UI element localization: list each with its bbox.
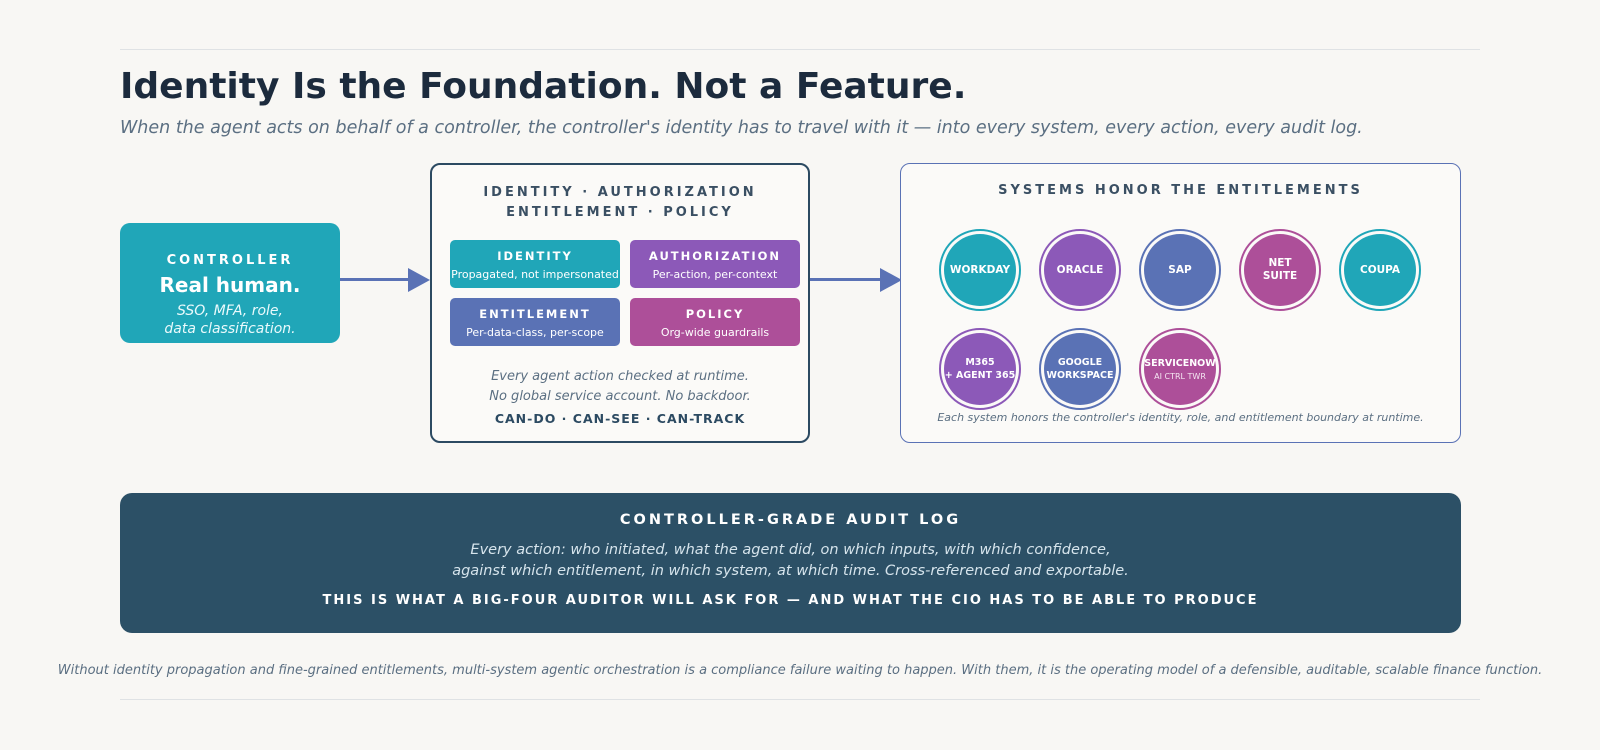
- policy-tagline: CAN-DO · CAN-SEE · CAN-TRACK: [494, 411, 746, 426]
- top-divider: [120, 49, 1480, 50]
- policy-note-line2: No global service account. No backdoor.: [489, 389, 751, 404]
- controller-headline: Real human.: [159, 273, 301, 297]
- policy-panel-heading-line2: ENTITLEMENT · POLICY: [506, 205, 734, 220]
- bottom-divider: [120, 699, 1480, 700]
- tile-policy: POLICY Org-wide guardrails: [630, 298, 800, 346]
- policy-panel-heading-line1: IDENTITY · AUTHORIZATION: [483, 185, 757, 200]
- audit-body-line1: Every action: who initiated, what the ag…: [470, 542, 1111, 558]
- controller-description: SSO, MFA, role, data classification.: [120, 302, 340, 338]
- system-label: WORKDAY: [949, 263, 1011, 276]
- tile-sub: Per-data-class, per-scope: [466, 326, 604, 339]
- system-label: M365: [965, 357, 995, 368]
- tile-label: AUTHORIZATION: [648, 249, 782, 263]
- identity-policy-panel: IDENTITY · AUTHORIZATION ENTITLEMENT · P…: [430, 163, 810, 443]
- system-servicenow-icon: SERVICENOW AI CTRL TWR: [1139, 328, 1221, 410]
- audit-body: Every action: who initiated, what the ag…: [120, 540, 1461, 582]
- audit-footer: THIS IS WHAT A BIG-FOUR AUDITOR WILL ASK…: [322, 593, 1259, 608]
- system-google-workspace-icon: GOOGLE WORKSPACE: [1039, 328, 1121, 410]
- tile-authorization: AUTHORIZATION Per-action, per-context: [630, 240, 800, 288]
- system-workday-icon: WORKDAY: [939, 229, 1021, 311]
- tile-sub: Propagated, not impersonated: [451, 268, 619, 281]
- systems-footer: Each system honors the controller's iden…: [937, 411, 1424, 424]
- system-sublabel: AI CTRL TWR: [1154, 372, 1206, 381]
- policy-note-line1: Every agent action checked at runtime.: [491, 369, 749, 384]
- page-title: Identity Is the Foundation. Not a Featur…: [120, 66, 967, 107]
- audit-body-line2: against which entitlement, in which syst…: [452, 563, 1129, 579]
- audit-heading: CONTROLLER-GRADE AUDIT LOG: [619, 512, 962, 528]
- system-label: GOOGLE: [1057, 357, 1103, 368]
- tile-sub: Org-wide guardrails: [660, 326, 770, 339]
- footnote: Without identity propagation and fine-gr…: [57, 663, 1543, 678]
- system-coupa-icon: COUPA: [1339, 229, 1421, 311]
- controller-kicker: CONTROLLER: [166, 253, 294, 268]
- tile-label: IDENTITY: [497, 249, 573, 263]
- system-sap-icon: SAP: [1139, 229, 1221, 311]
- system-label: COUPA: [1359, 263, 1401, 276]
- page-subtitle: When the agent acts on behalf of a contr…: [120, 118, 1363, 138]
- tile-label: POLICY: [685, 307, 745, 321]
- systems-heading: SYSTEMS HONOR THE ENTITLEMENTS: [998, 183, 1363, 198]
- system-oracle-icon: ORACLE: [1039, 229, 1121, 311]
- controller-box: CONTROLLER Real human. SSO, MFA, role, d…: [120, 223, 340, 343]
- system-m365-icon: M365 + AGENT 365: [939, 328, 1021, 410]
- tile-sub: Per-action, per-context: [652, 268, 778, 281]
- system-netsuite-icon: NET SUITE: [1239, 229, 1321, 311]
- system-label-line2: SUITE: [1262, 270, 1298, 282]
- audit-log-banner: CONTROLLER-GRADE AUDIT LOG Every action:…: [120, 493, 1461, 633]
- system-label: SAP: [1168, 263, 1192, 276]
- system-label: SERVICENOW: [1144, 358, 1216, 369]
- system-label-line2: + AGENT 365: [944, 370, 1016, 381]
- arrow-policy-to-systems-icon: [810, 268, 902, 292]
- system-label-line2: WORKSPACE: [1046, 370, 1114, 381]
- system-label: ORACLE: [1056, 263, 1104, 276]
- tile-entitlement: ENTITLEMENT Per-data-class, per-scope: [450, 298, 620, 346]
- tile-identity: IDENTITY Propagated, not impersonated: [450, 240, 620, 288]
- controller-desc-line1: SSO, MFA, role,: [177, 303, 283, 319]
- controller-desc-line2: data classification.: [164, 321, 296, 337]
- tile-label: ENTITLEMENT: [479, 307, 591, 321]
- system-label: NET: [1268, 257, 1292, 269]
- systems-panel: SYSTEMS HONOR THE ENTITLEMENTS WORKDAY O…: [900, 163, 1461, 443]
- arrow-controller-to-policy-icon: [340, 268, 430, 292]
